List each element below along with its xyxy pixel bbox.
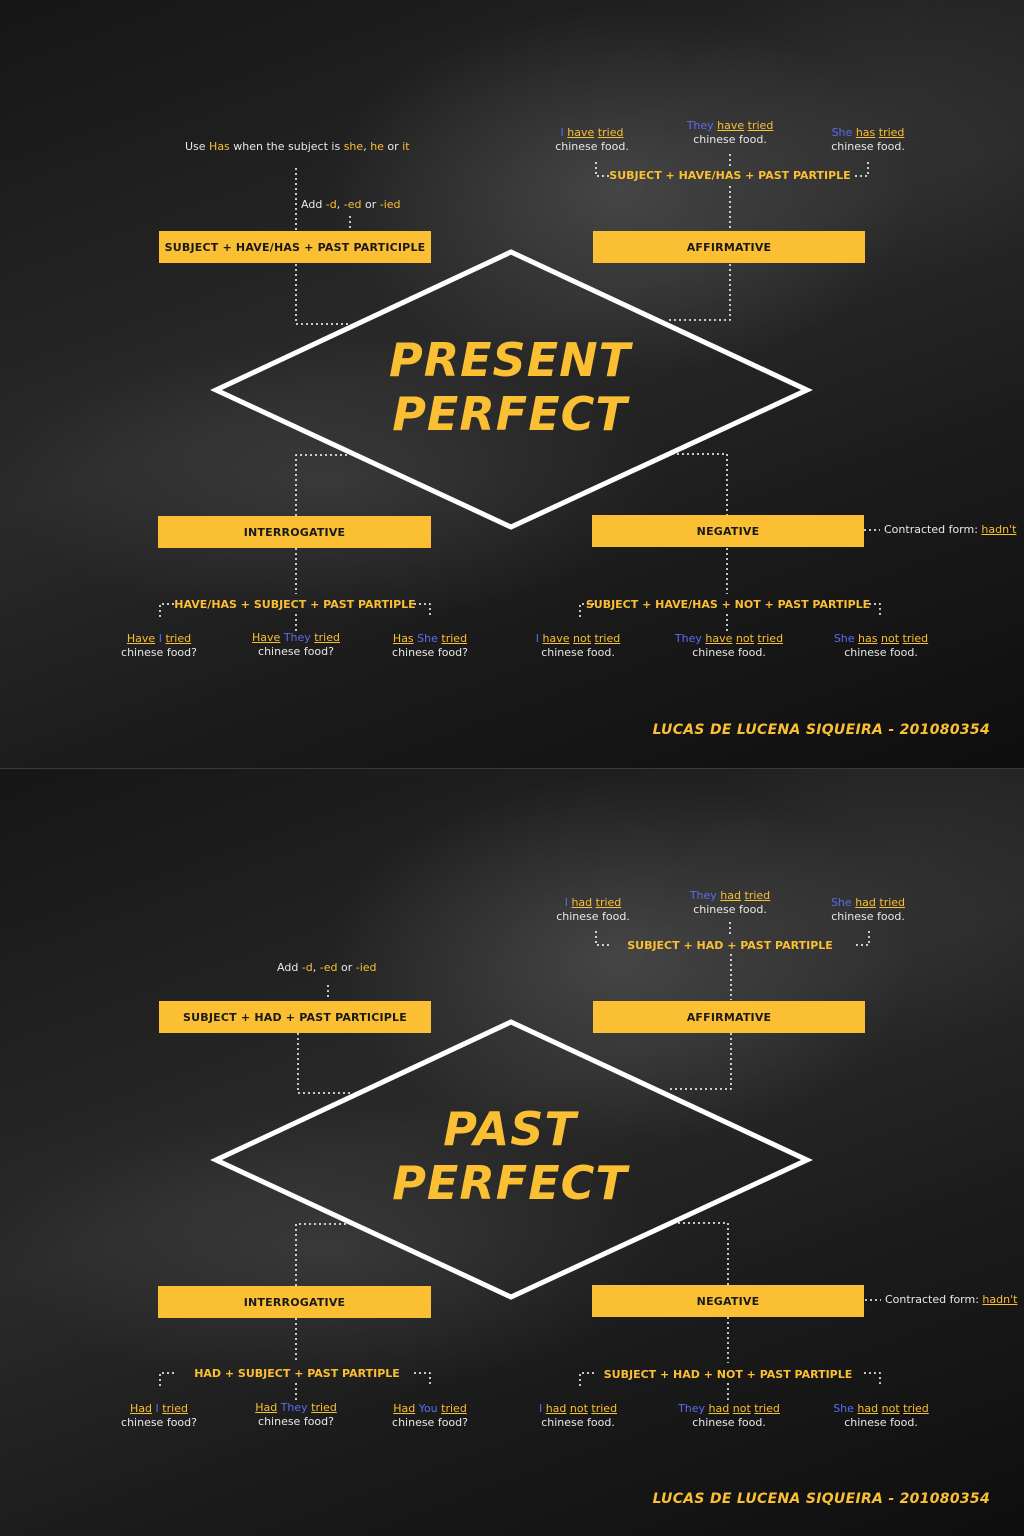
diamond-outline [210, 249, 813, 530]
interrogative-box: INTERROGATIVE [158, 1286, 431, 1318]
negative-example: She has not tried chinese food. [833, 632, 929, 659]
affirmative-formula: SUBJECT + HAD + PAST PARTIPLE [627, 939, 833, 952]
diagram-title: PRESENT PERFECT [330, 333, 690, 441]
affirmative-formula: SUBJECT + HAVE/HAS + PAST PARTIPLE [609, 169, 851, 182]
interrogative-example: Had They tried chinese food? [255, 1401, 337, 1428]
affirmative-example: I had tried chinese food. [556, 896, 630, 923]
title-line-2: PERFECT [392, 387, 628, 441]
negative-box: NEGATIVE [592, 515, 864, 547]
affirmative-box: AFFIRMATIVE [593, 1001, 865, 1033]
negative-formula: SUBJECT + HAD + NOT + PAST PARTIPLE [603, 1368, 853, 1381]
negative-example: I have not tried chinese food. [535, 632, 621, 659]
affirmative-example: She has tried chinese food. [831, 126, 905, 153]
interrogative-box: INTERROGATIVE [158, 516, 431, 548]
slide-present-perfect: Use Has when the subject is she, he or i… [0, 0, 1024, 768]
negative-example: She had not tried chinese food. [833, 1402, 929, 1429]
author-credit: LUCAS DE LUCENA SIQUEIRA - 201080354 [652, 1491, 990, 1507]
interrogative-example: Had I tried chinese food? [121, 1402, 197, 1429]
add-suffix-note: Add -d, -ed or -ied [301, 198, 401, 211]
title-line-2: PERFECT [392, 1156, 628, 1210]
affirmative-example: They had tried chinese food. [689, 889, 771, 916]
interrogative-example: Have They tried chinese food? [252, 631, 340, 658]
interrogative-formula: HAVE/HAS + SUBJECT + PAST PARTIPLE [174, 598, 416, 611]
affirmative-example: They have tried chinese food. [686, 119, 774, 146]
slide-past-perfect: Add -d, -ed or -ied SUBJECT + HAD + PAST… [0, 768, 1024, 1536]
interrogative-example: Has She tried chinese food? [392, 632, 468, 659]
title-line-1: PRESENT [389, 333, 631, 387]
affirmative-example: I have tried chinese food. [555, 126, 629, 153]
diamond-outline [210, 1019, 813, 1300]
structure-box: SUBJECT + HAD + PAST PARTICIPLE [159, 1001, 431, 1033]
interrogative-formula: HAD + SUBJECT + PAST PARTIPLE [194, 1367, 400, 1380]
contracted-form-note: Contracted form: hadn't [885, 1293, 1018, 1306]
contracted-form-note: Contracted form: hadn't [884, 523, 1017, 536]
affirmative-box: AFFIRMATIVE [593, 231, 865, 263]
add-suffix-note: Add -d, -ed or -ied [277, 961, 377, 974]
has-usage-note: Use Has when the subject is she, he or i… [185, 140, 410, 153]
negative-formula: SUBJECT + HAVE/HAS + NOT + PAST PARTIPLE [585, 598, 871, 611]
negative-example: I had not tried chinese food. [538, 1402, 618, 1429]
author-credit: LUCAS DE LUCENA SIQUEIRA - 201080354 [652, 722, 990, 738]
connector-lines [159, 922, 881, 1401]
affirmative-example: She had tried chinese food. [830, 896, 906, 923]
connector-lines [159, 154, 881, 632]
title-line-1: PAST [443, 1102, 577, 1156]
interrogative-example: Had You tried chinese food? [392, 1402, 468, 1429]
structure-box: SUBJECT + HAVE/HAS + PAST PARTICIPLE [159, 231, 431, 263]
negative-box: NEGATIVE [592, 1285, 864, 1317]
negative-example: They have not tried chinese food. [674, 632, 784, 659]
diagram-title: PAST PERFECT [330, 1102, 690, 1210]
negative-example: They had not tried chinese food. [678, 1402, 780, 1429]
interrogative-example: Have I tried chinese food? [121, 632, 197, 659]
